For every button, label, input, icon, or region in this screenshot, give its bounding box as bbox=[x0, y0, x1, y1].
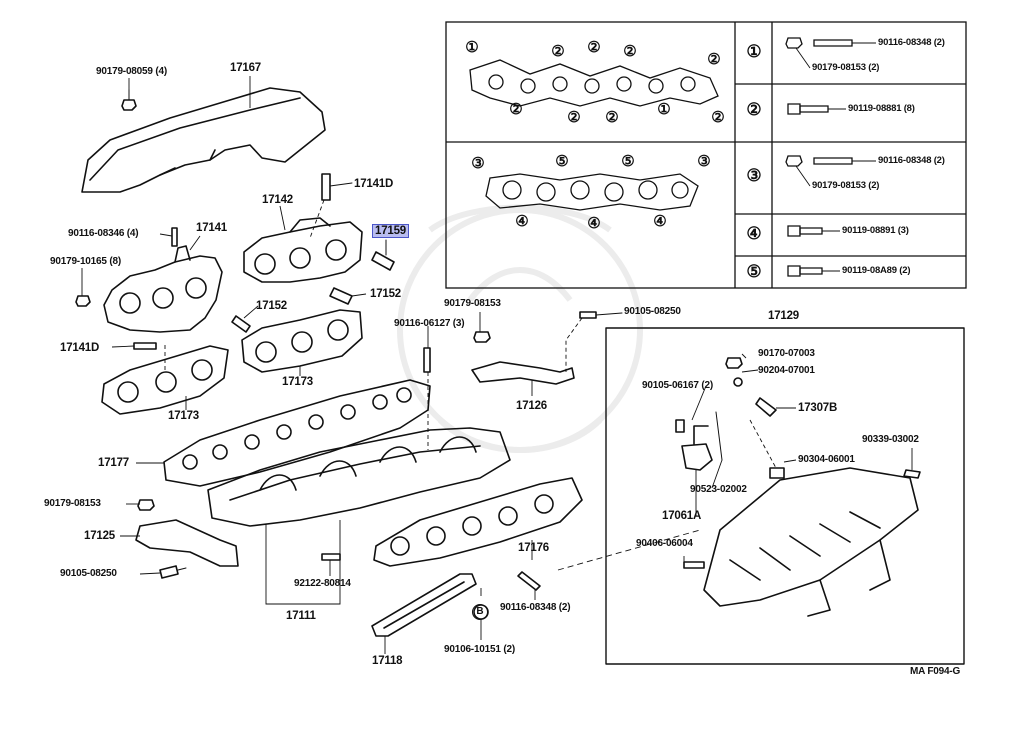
stay-17118 bbox=[371, 573, 477, 637]
gasket-ref-4: ② bbox=[623, 43, 637, 60]
label-17142: 17142 bbox=[262, 194, 293, 206]
heat-shield bbox=[81, 87, 326, 193]
legend-4-item-a: 90119-08891 (3) bbox=[842, 225, 909, 236]
legend-2-item-a: 90119-08881 (8) bbox=[848, 103, 915, 114]
label-17152-center: 17152 bbox=[256, 300, 287, 312]
gasket-ref-16: ④ bbox=[587, 215, 601, 232]
inset-gasket-lower bbox=[485, 173, 699, 211]
gasket-17177 bbox=[163, 379, 431, 487]
gasket-ref-12: ⑤ bbox=[555, 153, 569, 170]
label-17129: 17129 bbox=[768, 310, 799, 322]
gasket-ref-10: ② bbox=[605, 109, 619, 126]
legend-marker-3: ③ bbox=[746, 166, 762, 185]
label-17126: 17126 bbox=[516, 400, 547, 412]
gasket-ref-8: ② bbox=[711, 109, 725, 126]
label-17167: 17167 bbox=[230, 62, 261, 74]
legend-3-item-b: 90179-08153 (2) bbox=[812, 180, 880, 191]
inset-gasket-upper bbox=[469, 59, 719, 107]
label-90105-08250-left: 90105-08250 bbox=[60, 568, 117, 579]
marker-b: B bbox=[472, 604, 488, 620]
label-17152-right: 17152 bbox=[370, 288, 401, 300]
label-90204-07001: 90204-07001 bbox=[758, 365, 815, 376]
label-17061a: 17061A bbox=[662, 510, 702, 522]
label-90523-02002: 90523-02002 bbox=[690, 484, 747, 495]
label-17173-right: 17173 bbox=[282, 376, 313, 388]
gasket-17173-left bbox=[101, 345, 229, 415]
label-17177: 17177 bbox=[98, 457, 129, 469]
legend-3-item-a: 90116-08348 (2) bbox=[878, 155, 945, 166]
label-17173-left: 17173 bbox=[168, 410, 199, 422]
label-90179-08153-left: 90179-08153 bbox=[44, 498, 101, 509]
label-90170-07003: 90170-07003 bbox=[758, 348, 815, 359]
bracket-17125 bbox=[135, 519, 239, 567]
legend-1-item-b: 90179-08153 (2) bbox=[812, 62, 880, 73]
gasket-ref-15: ④ bbox=[515, 213, 529, 230]
gasket-ref-1: ① bbox=[465, 39, 479, 56]
label-90105-08250-top: 90105-08250 bbox=[624, 306, 681, 317]
legend-marker-5: ⑤ bbox=[746, 262, 762, 281]
gasket-ref-3: ② bbox=[587, 39, 601, 56]
bracket-17126 bbox=[471, 361, 575, 385]
legend-marker-2: ② bbox=[746, 100, 762, 119]
label-90179-10165: 90179-10165 (8) bbox=[50, 256, 121, 267]
label-17125: 17125 bbox=[84, 530, 115, 542]
legend-frame bbox=[445, 21, 967, 289]
gasket-ref-11: ③ bbox=[471, 155, 485, 172]
gasket-ref-17: ④ bbox=[653, 213, 667, 230]
gasket-ref-7: ① bbox=[657, 101, 671, 118]
gasket-ref-9: ② bbox=[567, 109, 581, 126]
label-90304-06001: 90304-06001 bbox=[798, 454, 855, 465]
label-17141: 17141 bbox=[196, 222, 227, 234]
label-90116-08348: 90116-08348 (2) bbox=[500, 602, 571, 613]
label-17176: 17176 bbox=[518, 542, 549, 554]
label-17159-highlighted[interactable]: 17159 bbox=[372, 224, 409, 238]
label-90179-08059: 90179-08059 (4) bbox=[96, 66, 167, 77]
label-17141d-left: 17141D bbox=[60, 342, 100, 354]
label-90105-06167: 90105-06167 (2) bbox=[642, 380, 713, 391]
label-90106-10151: 90106-10151 (2) bbox=[444, 644, 515, 655]
label-17141d-top: 17141D bbox=[354, 178, 394, 190]
label-17111: 17111 bbox=[286, 610, 316, 622]
label-90179-08153-top: 90179-08153 bbox=[444, 298, 501, 309]
figure-code: MA F094-G bbox=[910, 666, 961, 677]
vsv-17061a bbox=[681, 443, 713, 471]
legend-marker-1: ① bbox=[746, 42, 762, 61]
gasket-17173-right bbox=[241, 309, 363, 373]
legend-5-item-a: 90119-08A89 (2) bbox=[842, 265, 911, 276]
label-90339-03002: 90339-03002 bbox=[862, 434, 919, 445]
legend-marker-4: ④ bbox=[746, 224, 762, 243]
legend-1-item-a: 90116-08348 (2) bbox=[878, 37, 945, 48]
label-92122-80814: 92122-80814 bbox=[294, 578, 351, 589]
label-90116-06127: 90116-06127 (3) bbox=[394, 318, 465, 329]
label-90116-08346: 90116-08346 (4) bbox=[68, 228, 139, 239]
gasket-ref-13: ⑤ bbox=[621, 153, 635, 170]
label-90406-06004: 90406-06004 bbox=[636, 538, 693, 549]
intake-manifold-17111 bbox=[207, 427, 511, 527]
exhaust-manifold-17141 bbox=[103, 255, 223, 333]
gasket-ref-14: ③ bbox=[697, 153, 711, 170]
sub-assembly-box bbox=[605, 327, 965, 665]
gasket-ref-2: ② bbox=[551, 43, 565, 60]
label-17307b: 17307B bbox=[798, 402, 838, 414]
gasket-17176 bbox=[373, 477, 583, 567]
gasket-ref-6: ② bbox=[509, 101, 523, 118]
label-17118: 17118 bbox=[372, 655, 403, 667]
gasket-ref-5: ② bbox=[707, 51, 721, 68]
